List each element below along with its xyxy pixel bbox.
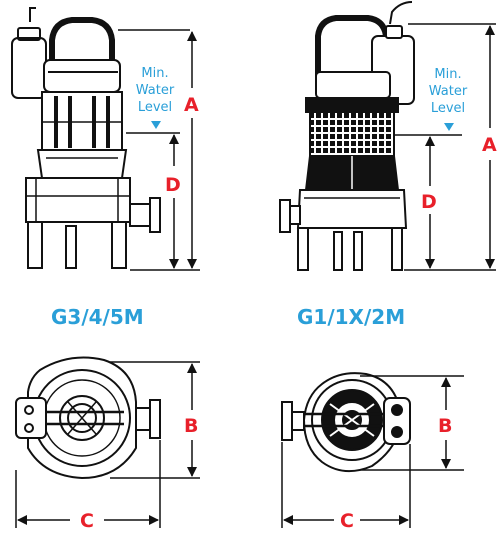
right-water-label-line3: Level bbox=[431, 101, 465, 116]
right-dimension-d-label: D bbox=[421, 191, 437, 213]
right-dimension-b-label: B bbox=[438, 415, 452, 437]
left-water-label-line1: Min. bbox=[141, 66, 168, 81]
left-water-label-line3: Level bbox=[138, 100, 172, 115]
right-dimension-c bbox=[281, 442, 411, 528]
right-pump-top-view bbox=[281, 372, 411, 473]
left-dimension-c bbox=[15, 440, 161, 528]
left-dimension-a bbox=[118, 29, 200, 271]
left-water-label-line2: Water bbox=[136, 83, 175, 98]
right-pump-side-view bbox=[279, 1, 415, 271]
right-dimension-c-label: C bbox=[340, 510, 354, 532]
left-pump-top-view bbox=[15, 356, 161, 480]
left-water-level-marker-icon bbox=[151, 121, 161, 129]
left-dimension-d-label: D bbox=[165, 174, 181, 196]
right-dimension-b bbox=[360, 375, 464, 471]
left-dimension-b-label: B bbox=[184, 415, 198, 437]
left-dimension-b bbox=[110, 361, 200, 479]
left-water-level: Min. Water Level bbox=[126, 66, 180, 134]
right-dimension-a-label: A bbox=[482, 134, 497, 156]
right-water-label-line2: Water bbox=[429, 84, 468, 99]
left-dimension-c-label: C bbox=[80, 510, 94, 532]
right-water-level: Min. Water Level bbox=[394, 67, 468, 136]
left-pump-side-view bbox=[11, 7, 161, 269]
left-model-label: G3/4/5M bbox=[51, 305, 144, 329]
right-dimension-a bbox=[404, 23, 496, 271]
left-dimension-a-label: A bbox=[184, 94, 199, 116]
right-model-label: G1/1X/2M bbox=[297, 305, 405, 329]
right-water-label-line1: Min. bbox=[434, 67, 461, 82]
right-water-level-marker-icon bbox=[444, 123, 454, 131]
